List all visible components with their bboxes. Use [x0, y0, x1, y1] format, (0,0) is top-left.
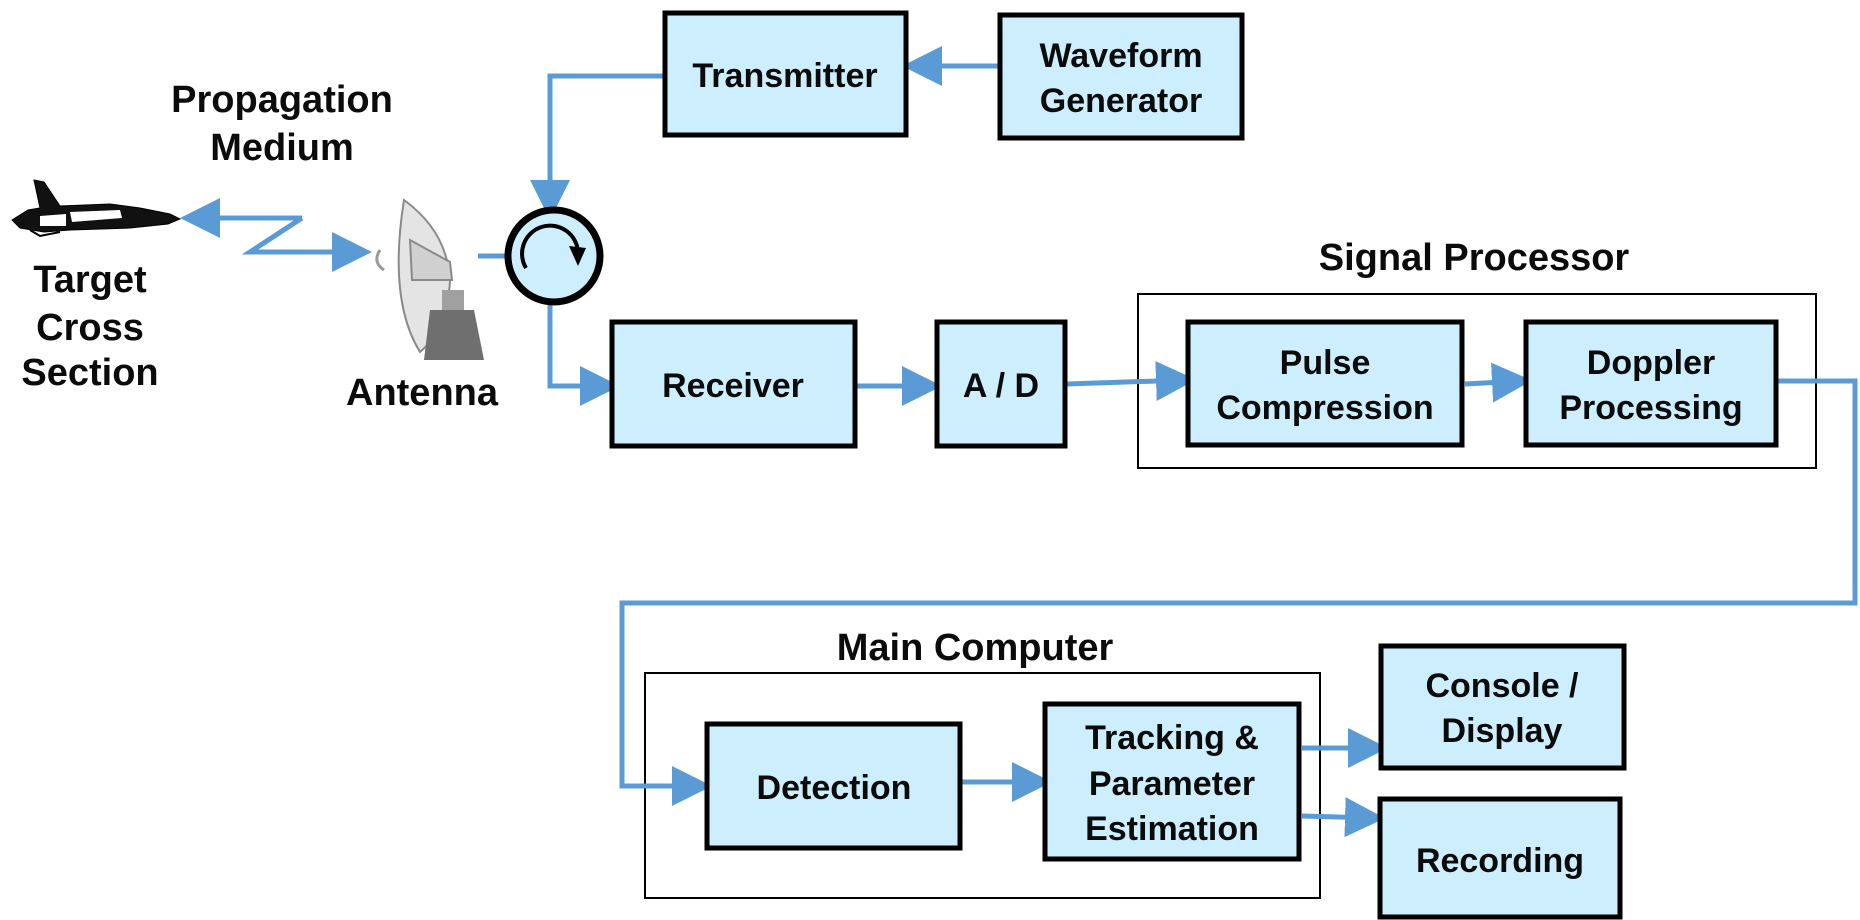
tracking-label-line2: Parameter [1089, 765, 1255, 803]
block-detection: Detection [704, 721, 963, 851]
aircraft-icon [11, 179, 182, 238]
propagation-medium-line1: Propagation [171, 79, 393, 121]
pulse-label-line2: Compression [1216, 389, 1433, 427]
flow-ad-to-pulse-compression [1066, 361, 1196, 401]
propagation-medium-line2: Medium [210, 127, 354, 169]
antenna-label: Antenna [346, 372, 499, 414]
target-label-line1: Target [33, 259, 147, 301]
radar-dish-icon [375, 198, 484, 360]
detection-label: Detection [757, 769, 912, 807]
circulator-icon [504, 206, 604, 306]
main-computer-title: Main Computer [837, 627, 1114, 669]
block-receiver: Receiver [609, 319, 858, 449]
block-waveform-generator: Waveform Generator [997, 12, 1245, 141]
flow-tracking-to-recording [1301, 797, 1385, 838]
flow-doppler-to-detection [619, 378, 1858, 806]
flow-propagation-zigzag-return [241, 215, 372, 272]
block-pulse-compression: Pulse Compression [1185, 319, 1465, 448]
target-label-line3: Section [21, 352, 158, 394]
tracking-label-line3: Estimation [1085, 810, 1259, 848]
console-label-line1: Console / [1425, 667, 1579, 705]
tracking-label-line1: Tracking & [1085, 719, 1259, 757]
waveform-label-line1: Waveform [1039, 37, 1202, 75]
flow-lines [180, 46, 1858, 838]
block-console-display: Console / Display [1378, 643, 1627, 771]
block-tracking: Tracking & Parameter Estimation [1042, 701, 1302, 862]
console-label-line2: Display [1442, 712, 1563, 750]
block-ad: A / D [934, 319, 1068, 449]
recording-label: Recording [1416, 842, 1584, 880]
ad-label: A / D [963, 367, 1039, 405]
signal-processor-title: Signal Processor [1319, 237, 1630, 279]
flow-circulator-to-receiver [547, 302, 620, 406]
block-recording: Recording [1377, 796, 1623, 920]
doppler-label-line1: Doppler [1587, 344, 1715, 382]
waveform-label-line2: Generator [1040, 82, 1203, 120]
receiver-label: Receiver [662, 367, 804, 405]
transmitter-label: Transmitter [692, 57, 877, 95]
target-label-line2: Cross [36, 307, 144, 349]
block-doppler-processing: Doppler Processing [1523, 319, 1779, 448]
flow-pulse-to-doppler [1464, 362, 1532, 403]
flow-transmitter-to-circulator [530, 73, 665, 220]
pulse-label-line1: Pulse [1280, 344, 1371, 382]
block-transmitter: Transmitter [662, 10, 909, 138]
doppler-label-line2: Processing [1559, 389, 1742, 427]
